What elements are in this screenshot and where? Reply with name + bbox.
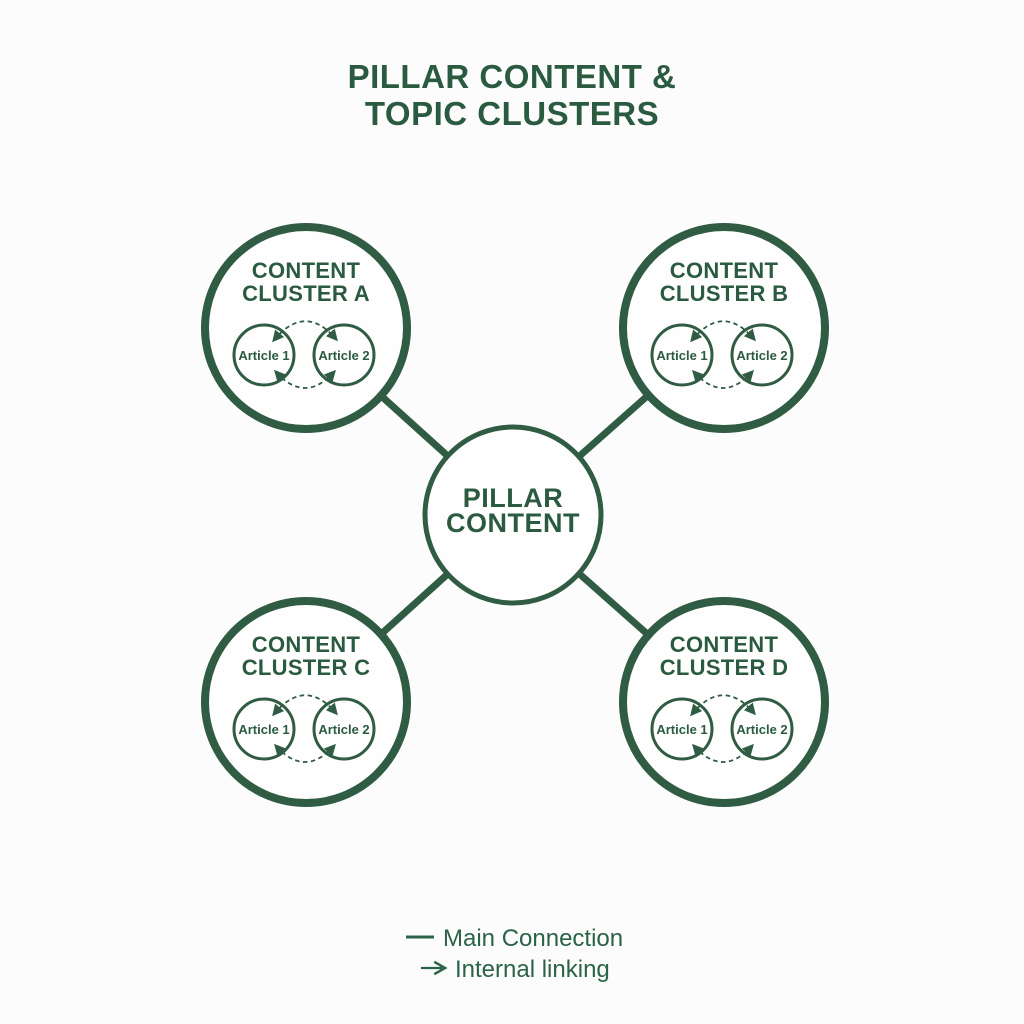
legend-main-connection-label: Main Connection: [443, 925, 623, 952]
cluster-a: CONTENT CLUSTER A Article 1 Article 2: [201, 223, 411, 433]
cluster-b-article1-label: Article 1: [656, 348, 707, 363]
cluster-d-internal-link-bottom-arc: [692, 743, 754, 763]
cluster-a-title-line1: CONTENT: [252, 258, 361, 283]
cluster-b-title-line2: CLUSTER B: [660, 281, 789, 306]
cluster-d-title-line1: CONTENT: [670, 632, 779, 657]
cluster-a-title-line2: CLUSTER A: [242, 281, 370, 306]
cluster-b-title-line1: CONTENT: [670, 258, 779, 283]
cluster-c: CONTENT CLUSTER C Article 1 Article 2: [201, 597, 411, 807]
cluster-b: CONTENT CLUSTER B Article 1 Article 2: [619, 223, 829, 433]
cluster-a-article1-label: Article 1: [238, 348, 289, 363]
diagram-title: PILLAR CONTENT & TOPIC CLUSTERS: [348, 58, 677, 132]
cluster-b-internal-link-bottom-arc: [692, 369, 754, 389]
cluster-a-internal-link-top-arc: [272, 320, 338, 343]
cluster-c-title-line1: CONTENT: [252, 632, 361, 657]
cluster-a-internal-link-bottom-arc: [274, 369, 336, 389]
cluster-d-internal-link-top-arc: [690, 694, 756, 717]
cluster-c-title-line2: CLUSTER C: [242, 655, 371, 680]
pillar-content-node: PILLAR CONTENT: [422, 424, 604, 606]
cluster-d-title-line2: CLUSTER D: [660, 655, 789, 680]
cluster-c-article2-label: Article 2: [318, 722, 369, 737]
cluster-b-article2-label: Article 2: [736, 348, 787, 363]
cluster-d-article1-label: Article 1: [656, 722, 707, 737]
cluster-a-article2-label: Article 2: [318, 348, 369, 363]
legend: Main Connection Internal linking: [406, 925, 623, 983]
cluster-c-article1-label: Article 1: [238, 722, 289, 737]
pillar-label-line1: PILLAR: [463, 483, 564, 513]
cluster-c-internal-link-bottom-arc: [274, 743, 336, 763]
cluster-d-article2-label: Article 2: [736, 722, 787, 737]
cluster-b-internal-link-top-arc: [690, 320, 756, 343]
pillar-label-line2: CONTENT: [446, 508, 580, 538]
pillar-circle: [422, 424, 604, 606]
title-line-1: PILLAR CONTENT &: [348, 58, 677, 95]
cluster-c-internal-link-top-arc: [272, 694, 338, 717]
title-line-2: TOPIC CLUSTERS: [365, 95, 659, 132]
cluster-d: CONTENT CLUSTER D Article 1 Article 2: [619, 597, 829, 807]
legend-internal-linking-label: Internal linking: [455, 956, 610, 983]
